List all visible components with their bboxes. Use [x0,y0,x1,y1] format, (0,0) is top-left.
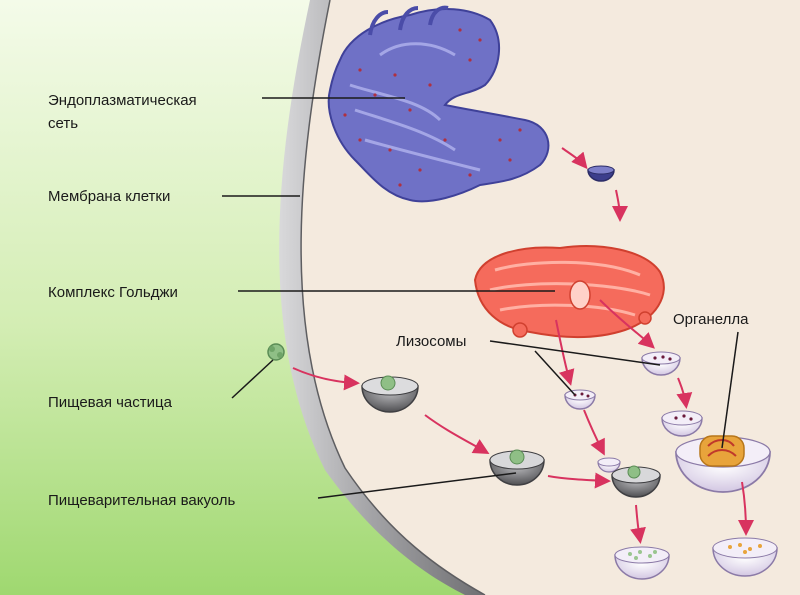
label-food-particle: Пищевая частица [48,394,173,411]
endoplasmic-reticulum [327,5,550,203]
fusing-vacuole [597,457,661,498]
lysosome-left [564,389,596,410]
membrane-inner-edge [300,0,486,595]
cell-membrane [279,0,485,595]
food-vacuole [489,449,545,486]
food-particle [267,343,285,361]
autophagic-vacuole [675,435,771,493]
lysosome-right [641,351,681,376]
label-organelle: Органелла [673,311,749,328]
transport-vesicle [587,165,615,182]
label-membrane: Мембрана клетки [48,188,170,205]
label-golgi: Комплекс Гольджи [48,284,178,301]
engulfing-vesicle [361,375,419,413]
process-arrows [292,147,754,544]
label-er-line1: Эндоплазматическая [48,92,197,109]
label-lysosomes: Лизосомы [396,333,466,350]
digested-vacuole [614,546,670,580]
digested-organelle-vacuole [712,537,778,577]
leader-lines [222,97,739,499]
label-digestive-vacuole: Пищеварительная вакуоль [48,492,236,509]
lysosome-approaching-organelle [661,410,703,437]
label-er-line2: сеть [48,115,78,132]
